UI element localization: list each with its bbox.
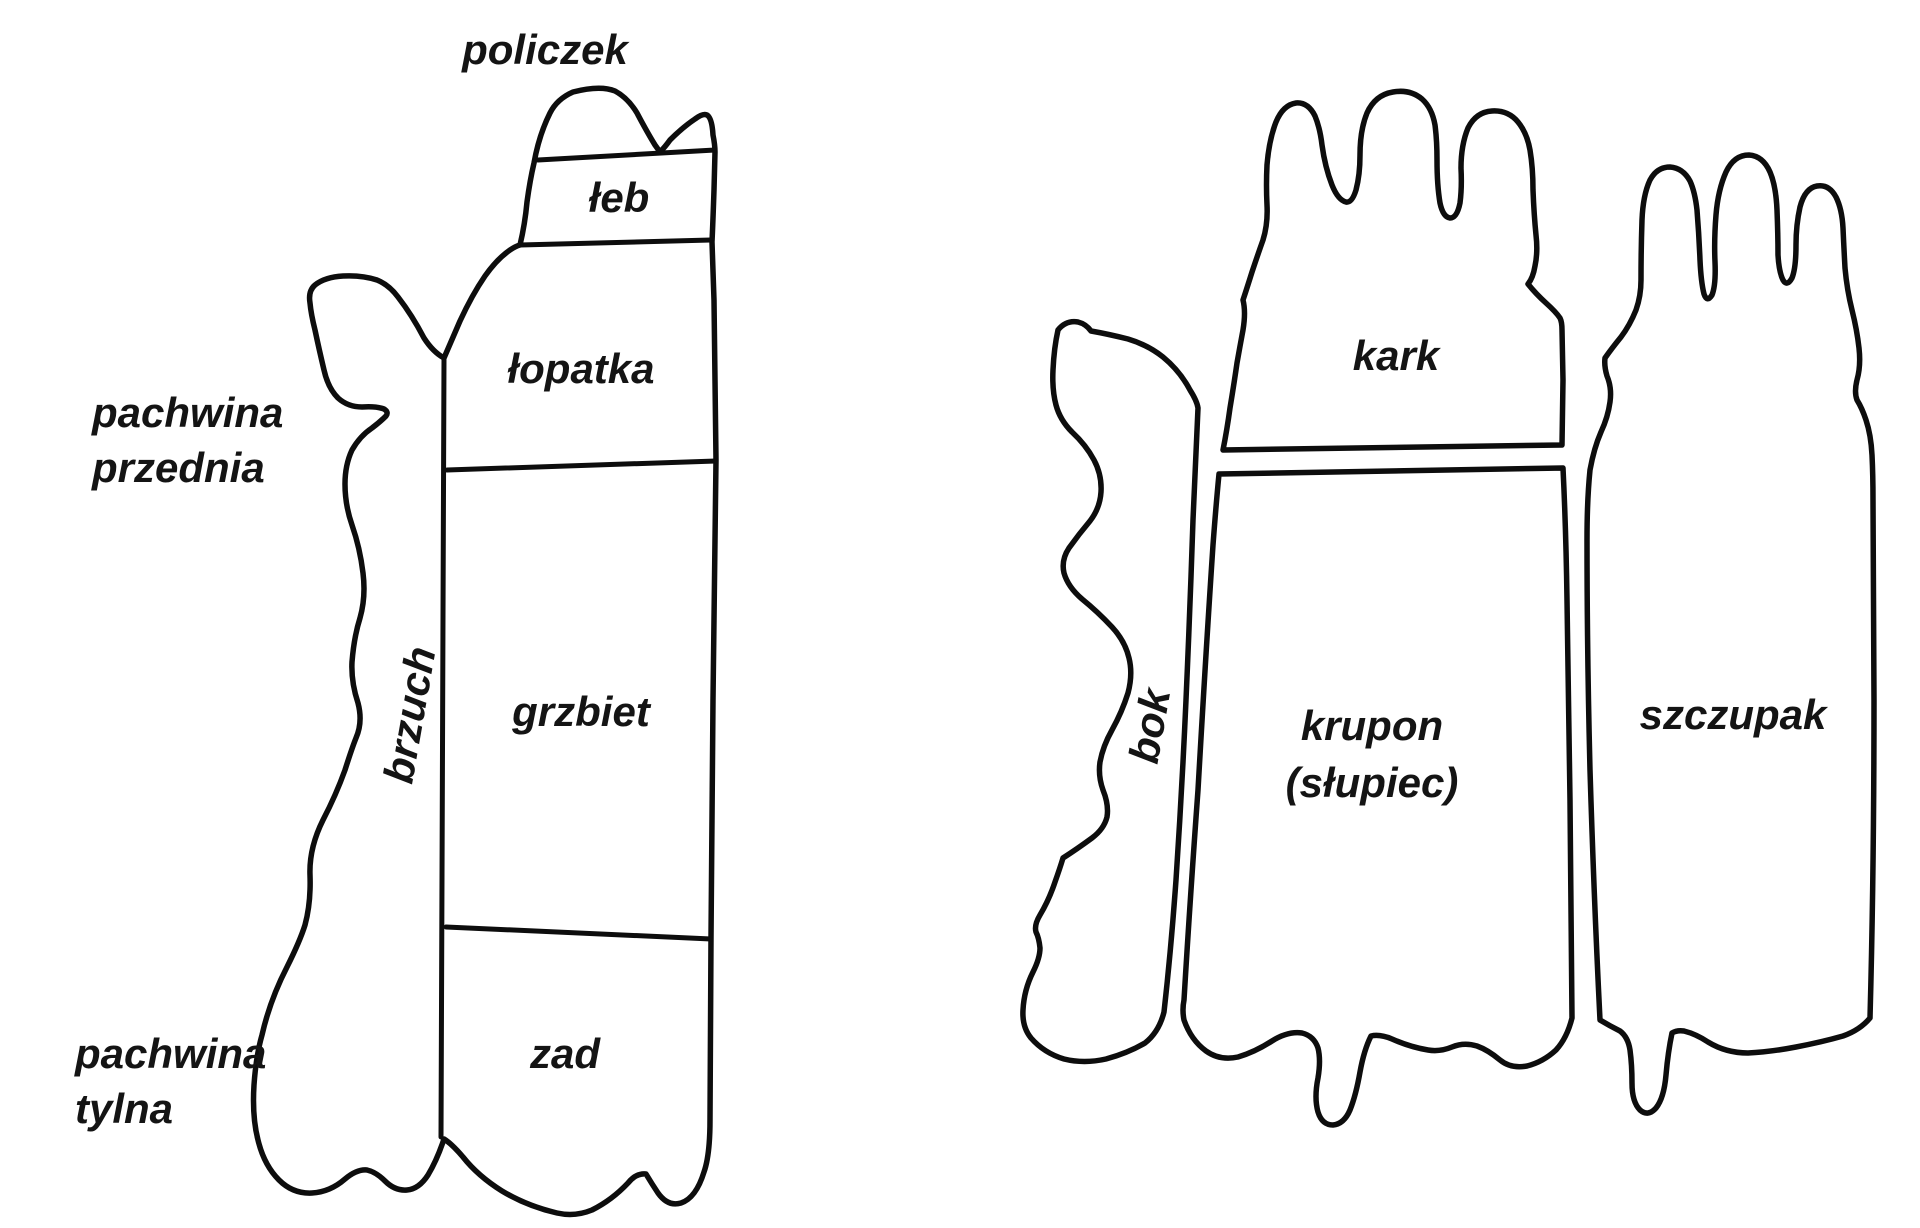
left-hide-group: policzek łeb łopatka brzuch grzbiet zad … (74, 26, 719, 1218)
label-krupon-line2: (słupiec) (1286, 759, 1459, 806)
label-kark: kark (1353, 332, 1442, 379)
divider-leb-lopatka (517, 237, 714, 248)
label-pachwina-przednia-line2: przednia (91, 444, 265, 491)
label-szczupak: szczupak (1640, 691, 1829, 738)
label-pachwina-tylna: pachwina tylna (74, 1030, 266, 1132)
divider-lopatka-grzbiet (444, 458, 719, 473)
label-pachwina-tylna-line1: pachwina (74, 1030, 266, 1077)
divider-policzek-leb (535, 147, 718, 163)
right-hides-group: kark bok krupon (słupiec) szczupak (1020, 88, 1877, 1128)
label-krupon: krupon (słupiec) (1286, 702, 1459, 806)
kark-outline (1220, 88, 1566, 453)
label-policzek: policzek (461, 26, 630, 73)
label-zad: zad (529, 1030, 601, 1077)
bok-outline (1020, 318, 1201, 1065)
label-lopatka: łopatka (507, 345, 654, 392)
label-grzbiet: grzbiet (511, 688, 652, 735)
divider-brzuch (438, 355, 447, 1140)
label-pachwina-przednia-line1: pachwina (91, 389, 283, 436)
label-pachwina-przednia: pachwina przednia (91, 389, 283, 491)
krupon-outline (1180, 465, 1575, 1128)
label-leb: łeb (589, 174, 650, 221)
label-pachwina-tylna-line2: tylna (75, 1085, 173, 1132)
divider-grzbiet-zad (443, 924, 714, 942)
left-hide-outline (250, 85, 719, 1218)
label-krupon-line1: krupon (1301, 702, 1443, 749)
szczupak-outline (1584, 152, 1877, 1116)
